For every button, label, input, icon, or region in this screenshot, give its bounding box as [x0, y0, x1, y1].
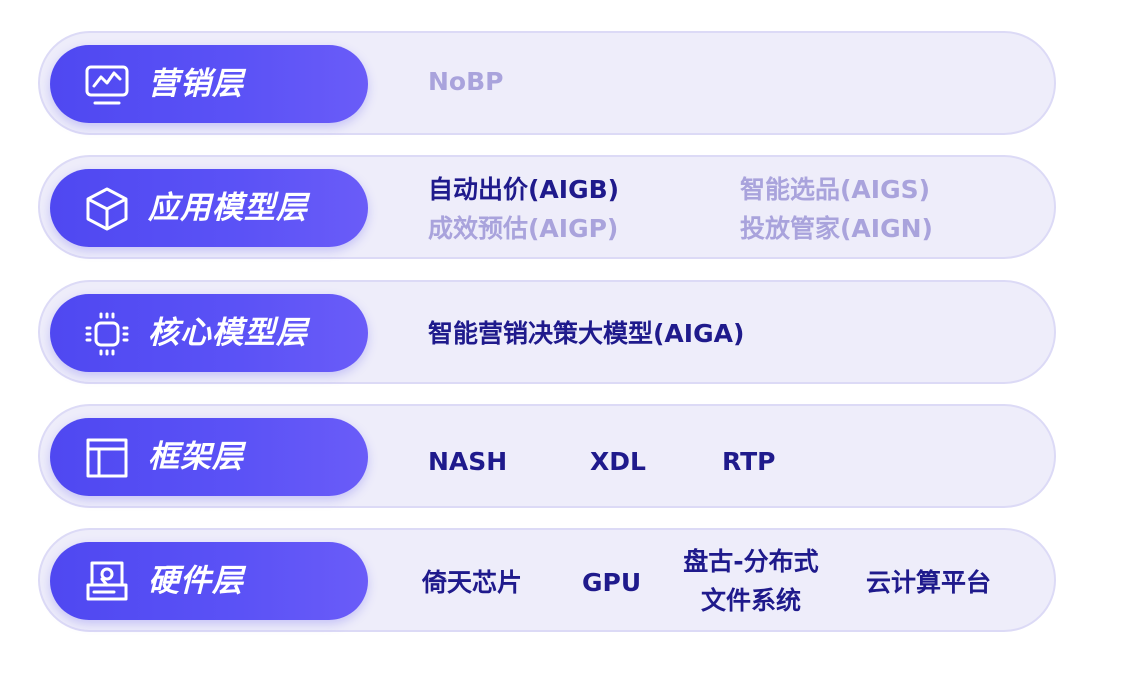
layer-item: 智能选品(AIGS) [740, 175, 931, 204]
layer-label: 核心模型层 [148, 315, 308, 351]
layer-item: 成效预估(AIGP) [428, 214, 619, 243]
layer-pill-core-model: 核心模型层 [50, 294, 368, 372]
hard-drive-icon [84, 559, 130, 605]
layer-row-core-model: 核心模型层 智能营销决策大模型(AIGA) [38, 280, 1056, 384]
layer-item: 文件系统 [700, 586, 801, 615]
layer-label: 框架层 [148, 439, 244, 475]
layer-row-application-model: 应用模型层 自动出价(AIGB) 智能选品(AIGS) 成效预估(AIGP) 投… [38, 155, 1056, 259]
layer-item: NoBP [428, 67, 504, 96]
layer-item: RTP [722, 447, 776, 476]
layer-label: 应用模型层 [148, 190, 308, 226]
layer-pill-application-model: 应用模型层 [50, 169, 368, 247]
layer-pill-hardware: 硬件层 [50, 542, 368, 620]
layer-item: NASH [428, 447, 508, 476]
layer-item: 倚天芯片 [422, 568, 523, 597]
layer-row-marketing: 营销层 NoBP [38, 31, 1056, 135]
layer-pill-marketing: 营销层 [50, 45, 368, 123]
layer-item: 盘古-分布式 [683, 547, 819, 576]
layer-item: 云计算平台 [866, 568, 992, 597]
layer-item: 投放管家(AIGN) [740, 214, 933, 243]
monitor-chart-icon [84, 62, 130, 108]
layer-item: XDL [590, 447, 646, 476]
chip-icon [84, 311, 130, 357]
cube-icon [84, 186, 130, 232]
layer-label: 营销层 [148, 66, 244, 102]
layer-row-framework: 框架层 NASH XDL RTP [38, 404, 1056, 508]
layer-item: 智能营销决策大模型(AIGA) [428, 319, 745, 348]
layer-item: 自动出价(AIGB) [428, 175, 620, 204]
layout-icon [84, 435, 130, 481]
layer-label: 硬件层 [148, 563, 244, 599]
layer-pill-framework: 框架层 [50, 418, 368, 496]
layer-item: GPU [582, 568, 642, 597]
layer-row-hardware: 硬件层 倚天芯片 GPU 盘古-分布式 文件系统 云计算平台 [38, 528, 1056, 632]
